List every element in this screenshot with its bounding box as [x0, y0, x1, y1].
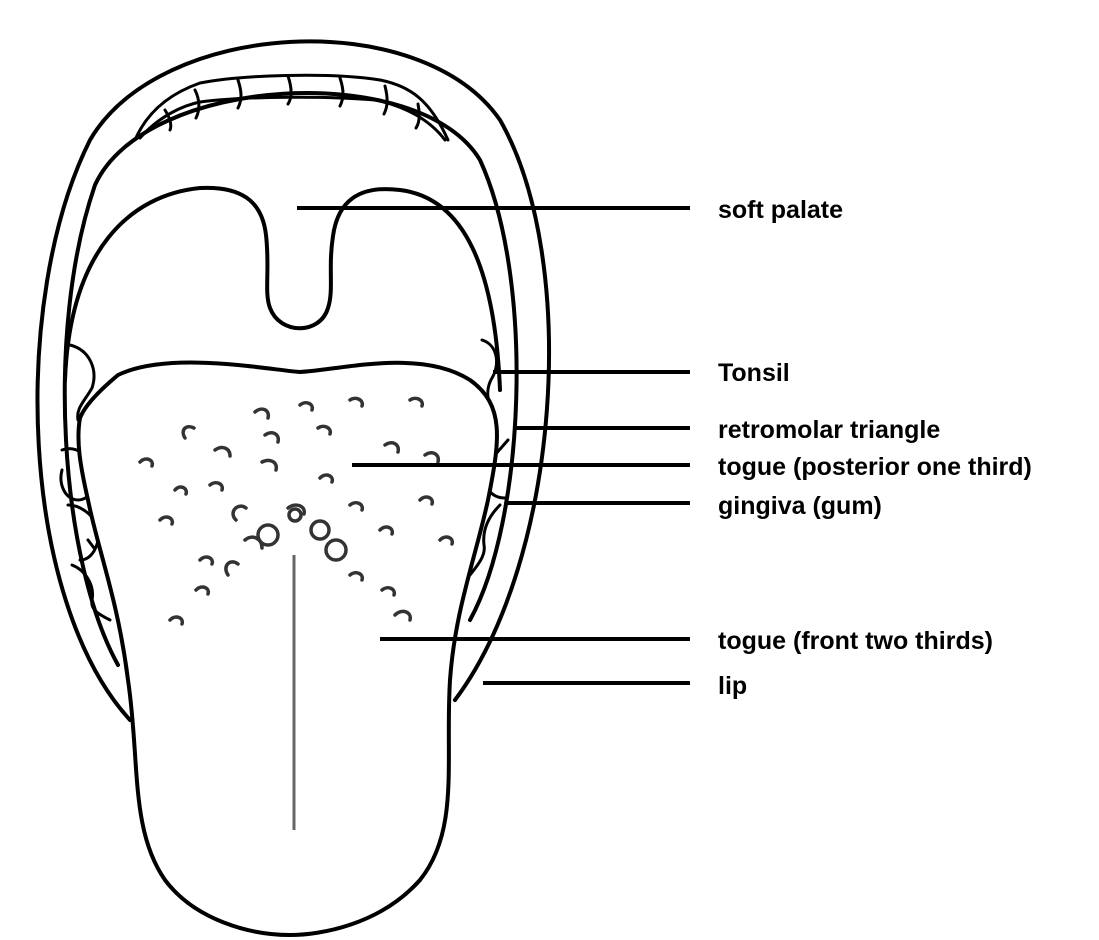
- label-tonsil: Tonsil: [718, 359, 790, 387]
- label-tongue-front: togue (front two thirds): [718, 627, 993, 655]
- tongue-outline: [78, 363, 497, 935]
- soft-palate-outline: [65, 188, 500, 390]
- label-lip: lip: [718, 672, 747, 700]
- label-gingiva: gingiva (gum): [718, 492, 882, 520]
- label-retromolar-triangle: retromolar triangle: [718, 416, 940, 444]
- labels: soft palate Tonsil retromolar triangle t…: [718, 196, 1032, 700]
- label-soft-palate: soft palate: [718, 196, 843, 224]
- label-tongue-posterior: togue (posterior one third): [718, 453, 1032, 481]
